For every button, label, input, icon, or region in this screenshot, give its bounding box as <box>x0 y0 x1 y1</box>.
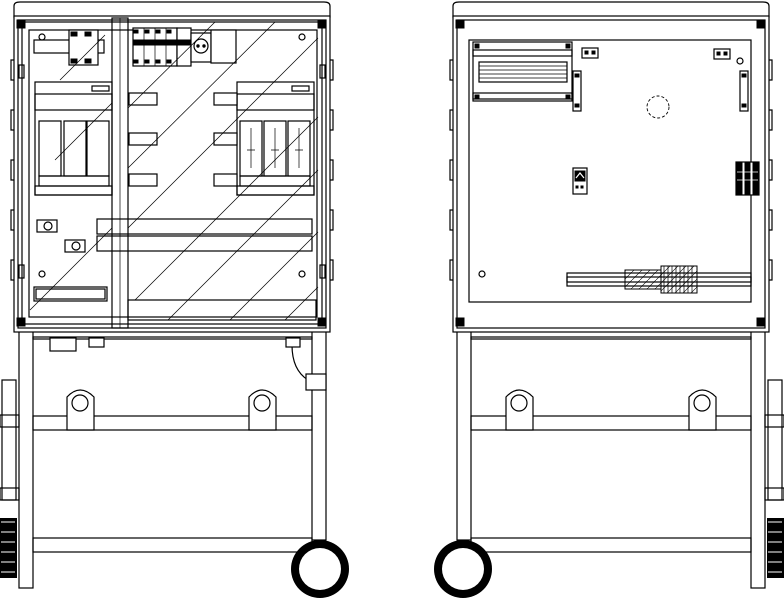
roof-cap-left <box>13 1 331 18</box>
corner-bolts-right <box>455 19 766 327</box>
wheel-right-front <box>434 540 492 598</box>
lifting-eye-right-2 <box>688 389 717 431</box>
busbars-lower <box>36 218 313 253</box>
fuse-switch-disconnector-right <box>236 81 315 196</box>
wheel-left-side <box>0 518 17 578</box>
small-switch-device <box>572 167 588 195</box>
cable-gland-1 <box>49 337 77 352</box>
glass-door <box>21 17 323 329</box>
lifting-eye-left-2 <box>248 389 277 431</box>
support-frame-left <box>0 329 327 589</box>
lifting-eye-left-1 <box>66 389 95 431</box>
cable-gland-3 <box>285 337 301 348</box>
terminal-block-top <box>33 29 105 66</box>
knockout-dashed <box>646 95 670 119</box>
din-rail-front <box>33 286 108 302</box>
wheel-left-front <box>291 540 349 598</box>
fuse-switch-disconnector-left <box>34 81 113 196</box>
wheel-right-side <box>767 518 784 578</box>
miniature-circuit-breakers <box>132 27 192 67</box>
support-frame-right <box>456 329 784 589</box>
socket-outlet <box>190 29 237 64</box>
terminal-stack-right <box>735 161 760 196</box>
rear-view <box>434 1 784 598</box>
din-rail-rear-bottom <box>566 265 752 294</box>
cable-connector <box>305 373 327 391</box>
label-holder-1 <box>581 47 599 59</box>
din-rail-rear-top <box>472 41 582 112</box>
front-view <box>0 1 349 598</box>
door-clips-right <box>449 59 773 281</box>
cable-gland-2 <box>88 337 105 348</box>
label-holder-2 <box>713 48 731 60</box>
roof-cap-right <box>452 1 770 18</box>
vertical-rail-right <box>739 70 749 112</box>
lifting-eye-right-1 <box>505 389 534 431</box>
